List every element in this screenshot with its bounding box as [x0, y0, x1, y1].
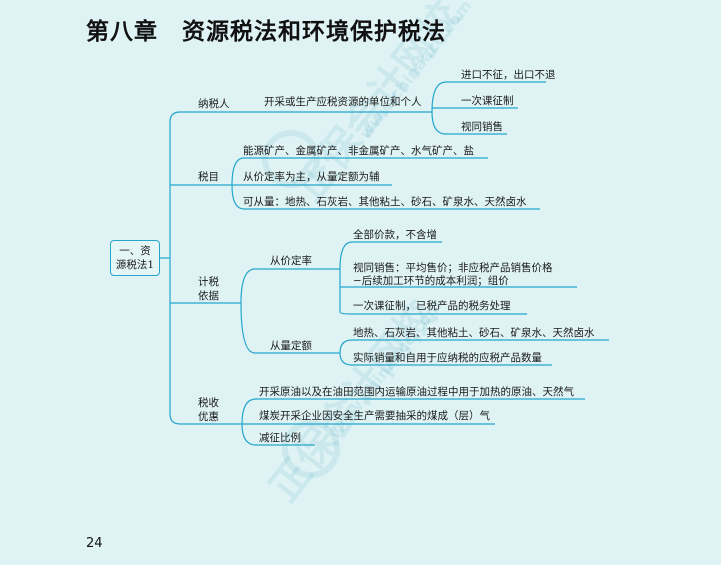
- ad-valorem-item: 一次课征制，已税产品的税务处理: [353, 300, 511, 312]
- root-label-line2: 源税法1: [115, 259, 155, 271]
- tax-items-item: 能源矿产、金属矿产、非金属矿产、水气矿产、盐: [243, 145, 474, 157]
- specific-item: 地热、石灰岩、其他粘土、砂石、矿泉水、天然卤水: [353, 327, 595, 339]
- relief-item: 减征比例: [259, 432, 301, 444]
- ad-valorem-item: −后续加工环节的成本利润；组价: [353, 275, 509, 287]
- taxpayer-item: 视同销售: [461, 121, 503, 133]
- relief-item: 开采原油以及在油田范围内运输原油过程中用于加热的原油、天然气: [259, 386, 574, 398]
- taxpayer-label: 纳税人: [198, 98, 230, 110]
- tax-items-label: 税目: [198, 171, 219, 183]
- specific-item: 实际销量和自用于应纳税的应税产品数量: [353, 352, 542, 364]
- relief-label-line2: 优惠: [198, 411, 219, 423]
- basis-label-line2: 依据: [198, 290, 219, 302]
- ad-valorem-label: 从价定率: [270, 255, 312, 267]
- ad-valorem-item: 全部价款，不含增: [353, 229, 437, 241]
- page-number: 24: [86, 536, 103, 551]
- tax-items-item: 从价定率为主，从量定额为辅: [243, 171, 380, 183]
- relief-label-line1: 税收: [198, 397, 219, 409]
- page-title: 第八章 资源税法和环境保护税法: [86, 19, 446, 45]
- basis-label-line1: 计税: [198, 276, 219, 288]
- taxpayer-item: 一次课征制: [461, 95, 514, 107]
- ad-valorem-item: 视同销售：平均售价；非应税产品销售价格: [353, 262, 553, 274]
- taxpayer-main: 开采或生产应税资源的单位和个人: [264, 96, 422, 108]
- root-label-line1: 一、资: [119, 245, 151, 257]
- tax-items-item: 可从量：地热、石灰岩、其他粘土、砂石、矿泉水、天然卤水: [243, 196, 527, 208]
- taxpayer-item: 进口不征，出口不退: [461, 69, 556, 81]
- specific-label: 从量定额: [270, 340, 312, 352]
- relief-item: 煤炭开采企业因安全生产需要抽采的煤成（层）气: [259, 410, 490, 422]
- root-node: 一、资 源税法1: [110, 240, 160, 276]
